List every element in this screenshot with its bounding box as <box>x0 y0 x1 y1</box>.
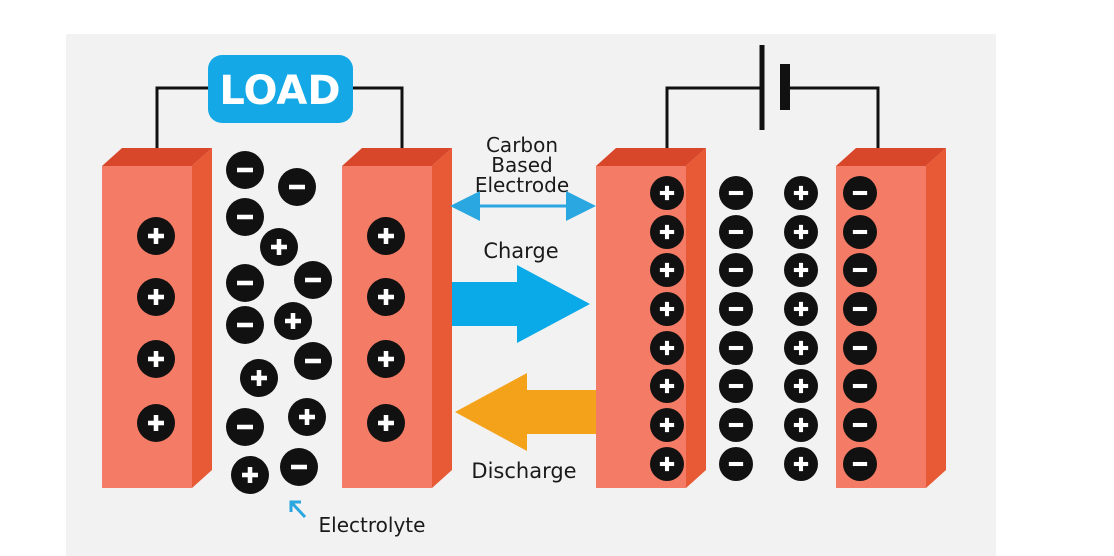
positive-ion <box>367 278 405 316</box>
negative-ion <box>719 331 753 365</box>
negative-ion <box>719 253 753 287</box>
positive-ion <box>784 176 818 210</box>
negative-ion <box>843 292 877 326</box>
carbon-label-line1: Carbon <box>486 133 558 157</box>
battery-circuit-wire <box>665 86 880 153</box>
negative-ion <box>843 176 877 210</box>
positive-ion <box>784 331 818 365</box>
negative-ion <box>719 292 753 326</box>
positive-ion <box>231 456 269 494</box>
positive-ion <box>650 369 684 403</box>
negative-ion <box>226 198 264 236</box>
battery-icon <box>759 45 790 130</box>
positive-ion <box>367 404 405 442</box>
electrolyte-label: Electrolyte <box>319 513 426 537</box>
negative-ion <box>280 448 318 486</box>
load-circuit-wire <box>155 86 404 153</box>
negative-ion <box>843 447 877 481</box>
negative-ion <box>843 253 877 287</box>
positive-ion <box>240 359 278 397</box>
positive-ion <box>650 176 684 210</box>
positive-ion <box>650 292 684 326</box>
positive-ion <box>274 302 312 340</box>
positive-ion <box>784 369 818 403</box>
load-label: LOAD <box>219 68 340 114</box>
discharge-arrow-icon <box>455 373 596 451</box>
positive-ion <box>650 215 684 249</box>
negative-ion <box>719 447 753 481</box>
positive-ion <box>650 331 684 365</box>
negative-ion <box>719 408 753 442</box>
negative-ion <box>719 369 753 403</box>
negative-ion <box>278 168 316 206</box>
right-cell-positive-plate <box>596 148 706 488</box>
negative-ion <box>843 215 877 249</box>
positive-ion <box>650 447 684 481</box>
charge-label: Charge <box>483 239 558 263</box>
positive-ion <box>367 217 405 255</box>
carbon-label-line3: Electrode <box>475 173 569 197</box>
positive-ion <box>260 228 298 266</box>
charge-arrow-icon <box>452 265 590 343</box>
positive-ion <box>137 404 175 442</box>
carbon-label-line2: Based <box>491 153 552 177</box>
positive-ion <box>137 340 175 378</box>
positive-ion <box>784 215 818 249</box>
positive-ion <box>137 278 175 316</box>
discharge-label: Discharge <box>471 459 576 483</box>
ions <box>137 151 877 494</box>
negative-ion <box>294 342 332 380</box>
positive-ion <box>784 408 818 442</box>
load-box: LOAD <box>208 55 353 123</box>
positive-ion <box>288 398 326 436</box>
negative-ion <box>226 264 264 302</box>
negative-ion <box>226 151 264 189</box>
left-cell-anode-plate <box>102 148 212 488</box>
positive-ion <box>784 253 818 287</box>
negative-ion <box>294 261 332 299</box>
positive-ion <box>650 408 684 442</box>
positive-ion <box>137 217 175 255</box>
positive-ion <box>784 292 818 326</box>
negative-ion <box>719 176 753 210</box>
negative-ion <box>226 306 264 344</box>
positive-ion <box>367 340 405 378</box>
electrolyte-pointer-icon <box>289 500 307 519</box>
negative-ion <box>719 215 753 249</box>
negative-ion <box>843 408 877 442</box>
negative-ion <box>226 408 264 446</box>
negative-ion <box>843 369 877 403</box>
negative-ion <box>843 331 877 365</box>
positive-ion <box>784 447 818 481</box>
positive-ion <box>650 253 684 287</box>
